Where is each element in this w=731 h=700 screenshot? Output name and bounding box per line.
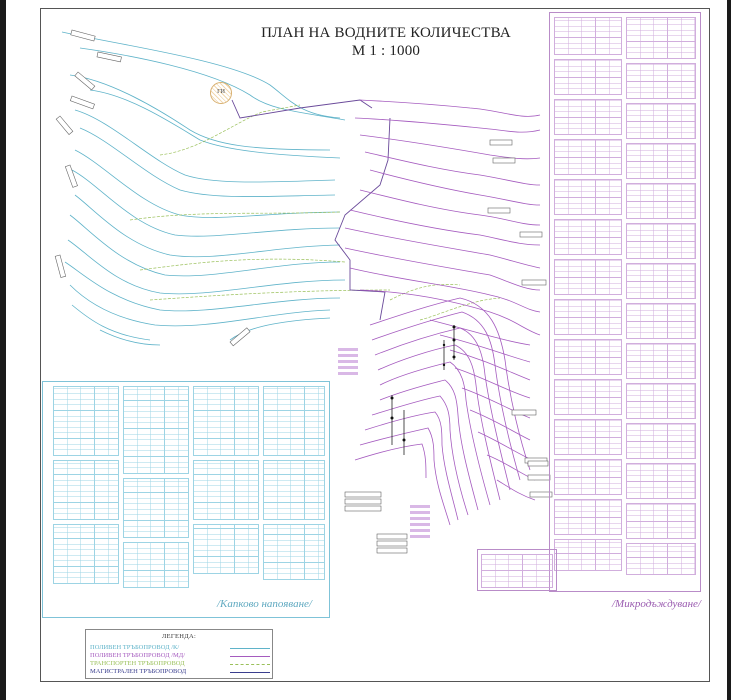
title-main: ПЛАН НА ВОДНИТЕ КОЛИЧЕСТВА [261, 25, 511, 41]
micro-table [626, 17, 696, 59]
micro-table [626, 63, 696, 99]
water-source-marker: ГИ [210, 82, 232, 104]
micro-table [554, 219, 622, 255]
micro-table [626, 263, 696, 299]
drip-pipelines [61, 31, 346, 346]
flow-boxes [344, 409, 549, 554]
drip-section-label: /Капково напояване/ [217, 598, 312, 610]
right-border-shadow [727, 0, 731, 700]
legend-title: ЛЕГЕНДА: [161, 633, 197, 640]
micro-table [626, 503, 696, 539]
legend-item-transport-pipe: ТРАНСПОРТЕН ТРЪБОПРОВОД [90, 660, 270, 668]
main-pipeline [231, 99, 391, 321]
micro-table [554, 499, 622, 535]
micro-table [626, 383, 696, 419]
micro-table [554, 299, 622, 335]
micro-pipelines [344, 99, 541, 526]
micro-table [554, 459, 622, 495]
micro-table [626, 463, 696, 499]
drip-table [123, 542, 189, 588]
drip-table [263, 460, 325, 520]
legend: ЛЕГЕНДА: ПОЛИВЕН ТРЪБОПРОВОД /К/ ПОЛИВЕН… [85, 629, 273, 679]
micro-table [554, 259, 622, 295]
micro-table [554, 59, 622, 95]
micro-table [481, 554, 553, 588]
legend-line-swatch [230, 656, 270, 657]
legend-item-micro-pipe: ПОЛИВЕН ТРЪБОПРОВОД /МД/ [90, 652, 270, 660]
micro-section-label: /Микродъждуване/ [612, 598, 701, 610]
pipe-label-stack [338, 348, 430, 538]
micro-table [554, 339, 622, 375]
legend-item-main-pipe: МАГИСТРАЛЕН ТРЪБОПРОВОД [90, 668, 270, 676]
drip-table [263, 524, 325, 580]
legend-line-swatch [230, 672, 270, 673]
micro-table [626, 303, 696, 339]
micro-table [626, 423, 696, 459]
legend-item-drip-pipe: ПОЛИВЕН ТРЪБОПРОВОД /К/ [90, 644, 270, 652]
plan-title: ПЛАН НА ВОДНИТЕ КОЛИЧЕСТВА М 1 : 1000 [256, 24, 516, 60]
micro-table [626, 223, 696, 259]
micro-table [626, 103, 696, 139]
micro-table [626, 143, 696, 179]
micro-tables-panel-extra [477, 549, 557, 591]
micro-table [626, 183, 696, 219]
transport-pipelines [129, 104, 501, 321]
micro-table [626, 343, 696, 379]
micro-table [554, 419, 622, 455]
micro-tables-panel [549, 12, 701, 592]
legend-line-swatch [230, 664, 270, 665]
drip-table [53, 524, 119, 584]
micro-table [626, 543, 696, 575]
drip-table [53, 460, 119, 520]
drip-table [193, 524, 259, 574]
drip-table [123, 386, 189, 474]
micro-table [554, 379, 622, 415]
left-border-shadow [0, 0, 6, 700]
drip-table [123, 478, 189, 538]
valve-nodes [390, 325, 456, 442]
drip-table [263, 386, 325, 456]
drip-table [193, 460, 259, 520]
drip-table [53, 386, 119, 456]
micro-table [554, 99, 622, 135]
micro-table [554, 139, 622, 175]
micro-table [554, 179, 622, 215]
micro-table [554, 539, 622, 571]
drip-table [193, 386, 259, 456]
drip-tables-panel [42, 381, 330, 618]
title-scale: М 1 : 1000 [351, 43, 421, 59]
legend-line-swatch [230, 648, 270, 649]
micro-table [554, 17, 622, 55]
